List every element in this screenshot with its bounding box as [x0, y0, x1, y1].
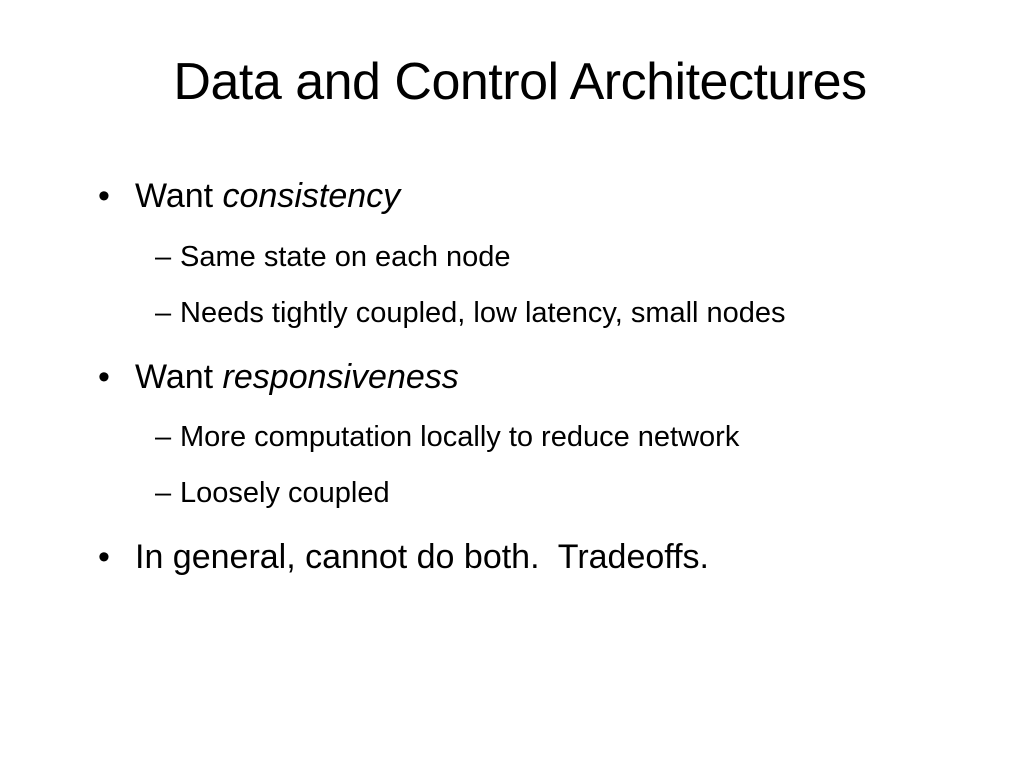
subitem-loosely-coupled: –Loosely coupled: [155, 476, 390, 510]
slide-title: Data and Control Architectures: [173, 53, 867, 111]
dash-icon: –: [155, 421, 172, 453]
bullet-responsiveness: • Want responsiveness: [98, 357, 459, 397]
dash-icon: –: [155, 477, 172, 509]
bullet-emphasis: responsiveness: [222, 358, 459, 396]
bullet-icon: •: [98, 538, 110, 576]
subitem-text: More computation locally to reduce netwo…: [180, 421, 740, 453]
dash-icon: –: [155, 241, 172, 273]
subitem-text: Loosely coupled: [180, 477, 390, 509]
bullet-consistency: • Want consistency: [98, 176, 400, 216]
bullet-icon: •: [98, 358, 110, 396]
subitem-same-state: –Same state on each node: [155, 240, 511, 274]
bullet-icon: •: [98, 177, 110, 215]
bullet-tradeoffs: • In general, cannot do both. Tradeoffs.: [98, 537, 709, 577]
bullet-text: In general, cannot do both. Tradeoffs.: [135, 538, 709, 576]
bullet-emphasis: consistency: [222, 177, 401, 215]
dash-icon: –: [155, 297, 172, 329]
subitem-text: Needs tightly coupled, low latency, smal…: [180, 297, 786, 329]
subitem-tightly-coupled: –Needs tightly coupled, low latency, sma…: [155, 296, 786, 330]
bullet-text: Want: [135, 358, 223, 396]
bullet-text: Want: [135, 177, 223, 215]
subitem-more-computation: –More computation locally to reduce netw…: [155, 420, 739, 454]
subitem-text: Same state on each node: [180, 241, 511, 273]
